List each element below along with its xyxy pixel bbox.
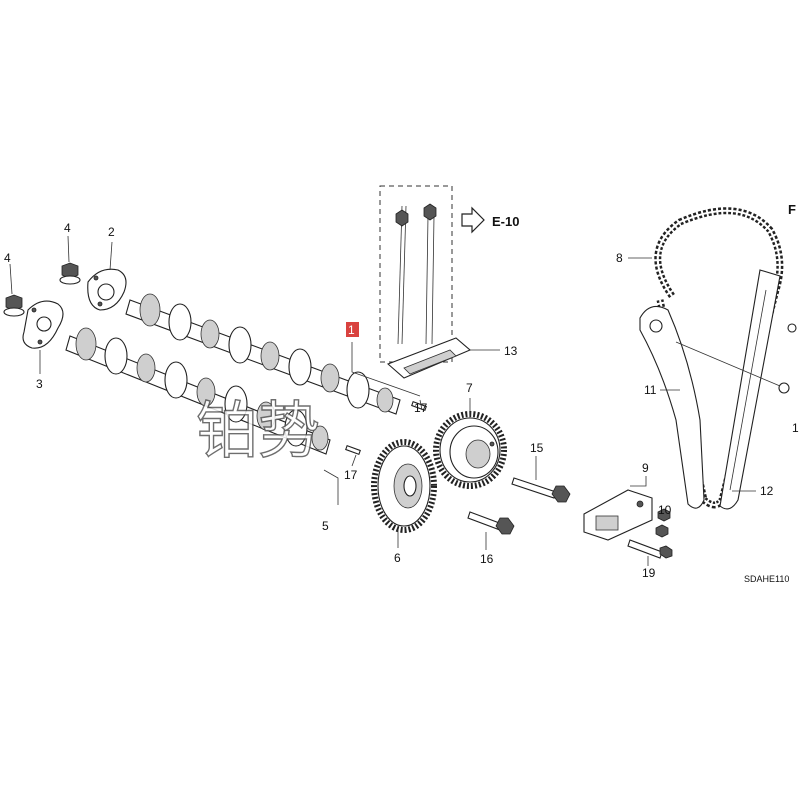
watermark: 铂势 [196, 394, 320, 467]
bolt-4-left [3, 294, 25, 317]
callout-5[interactable]: 5 [322, 519, 329, 533]
bolt-19 [627, 539, 673, 559]
front-label: F [788, 202, 796, 217]
chain-guide-11 [639, 305, 705, 509]
bolt-10 [655, 508, 671, 538]
reference-box [379, 185, 453, 363]
callout-17-lower[interactable]: 17 [344, 468, 358, 482]
chain-guide-12 [719, 269, 781, 510]
pin-17-upper [411, 401, 427, 411]
plate-2 [87, 268, 127, 311]
callout-13[interactable]: 13 [504, 344, 518, 358]
callout-2[interactable]: 2 [108, 225, 115, 239]
bolt-4-upper [59, 262, 81, 285]
callout-6[interactable]: 6 [394, 551, 401, 565]
callout-16[interactable]: 16 [480, 552, 494, 566]
reference-e10[interactable]: E-10 [492, 214, 519, 229]
callout-8[interactable]: 8 [616, 251, 623, 265]
callout-9[interactable]: 9 [642, 461, 649, 475]
callout-19[interactable]: 19 [642, 566, 656, 580]
arrow-right-icon [461, 206, 485, 234]
sprocket-7 [433, 411, 507, 489]
callout-17-upper[interactable]: 17 [414, 401, 428, 415]
camshaft-lower [65, 327, 331, 455]
callout-10[interactable]: 10 [658, 503, 672, 517]
callout-7[interactable]: 7 [466, 381, 473, 395]
callout-12[interactable]: 12 [760, 484, 774, 498]
sprocket-6 [371, 439, 437, 533]
callout-11[interactable]: 11 [644, 383, 657, 397]
callout-18-partial[interactable]: 1 [792, 421, 799, 435]
diagram-code: SDAHE110 [744, 574, 789, 584]
bolt-15 [511, 477, 571, 503]
callout-4-upper[interactable]: 4 [64, 221, 71, 235]
timing-chain-8 [654, 207, 784, 509]
callout-3[interactable]: 3 [36, 377, 43, 391]
plate-3 [22, 300, 64, 349]
pin-17-lower [345, 445, 361, 455]
bolt-16 [467, 511, 515, 535]
callout-15[interactable]: 15 [530, 441, 544, 455]
plate-13 [386, 337, 472, 379]
callout-1[interactable]: 1 [348, 323, 355, 337]
tensioner-9 [583, 489, 653, 541]
callout-4-left[interactable]: 4 [4, 251, 11, 265]
highlight-marker [346, 322, 359, 337]
camshaft-upper [125, 293, 401, 415]
